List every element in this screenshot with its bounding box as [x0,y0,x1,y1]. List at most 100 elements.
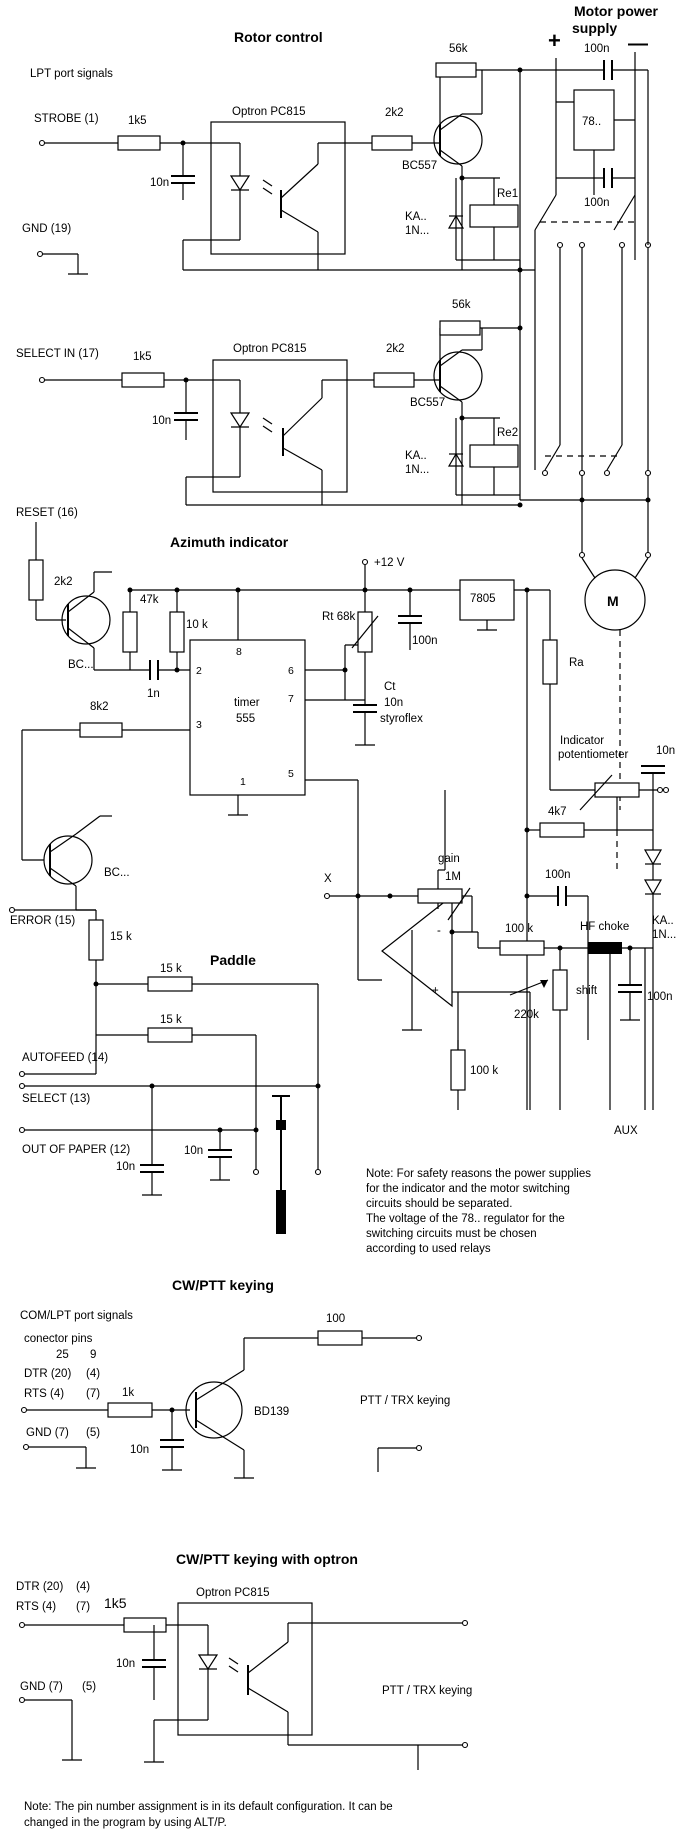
555-label: 555 [236,713,255,725]
c-100n-az-label: 100n [412,635,438,647]
r-4k7-label: 4k7 [548,806,567,818]
r-1k5-2-label: 1k5 [133,351,152,363]
select-label: SELECT (13) [22,1093,90,1105]
rotor-channel-2: SELECT IN (17) 1k5 10n Optron PC815 2k2 [16,299,523,508]
1n-az-label: 1N... [652,929,676,941]
cw-title: CW/PTT keying [172,1277,274,1293]
note-line-5: switching circuits must be chosen [366,1228,537,1240]
bc-1-label: BC... [68,659,94,671]
ka-az-label: KA.. [652,915,674,927]
gnd7-opt-pin-label: (5) [82,1681,96,1693]
r-100-label: 100 [326,1313,345,1325]
plus12-label: +12 V [374,557,405,569]
cw-ptt-optron: CW/PTT keying with optron DTR (20) (4) R… [16,1551,472,1770]
cw-opt-title: CW/PTT keying with optron [176,1551,358,1567]
r-100k-gnd-label: 100 k [470,1065,498,1077]
r-15k-err-label: 15 k [110,931,132,943]
r-1k-label: 1k [122,1387,134,1399]
pin-note-line-1: Note: The pin number assignment is in it… [24,1801,393,1813]
bc557-2-label: BC557 [410,397,445,409]
ind-pot-label-1: Indicator [560,735,604,747]
pin2-label: 2 [196,665,202,677]
gnd7-label: GND (7) [26,1427,69,1439]
rotor-channel-1: STROBE (1) 1k5 10n GND (19) Optron PC815 [22,43,535,275]
ka-2-label: KA.. [405,450,427,462]
r-1k5-label: 1k5 [128,115,147,127]
bd139-label: BD139 [254,1406,289,1418]
bc557-1-label: BC557 [402,160,437,172]
r-47k-label: 47k [140,594,159,606]
pin5-label: 5 [288,768,294,780]
c-10n-pot-label: 10n [656,745,675,757]
c-10n-ct-label: 10n [384,697,403,709]
r-56k-1-label: 56k [449,43,468,55]
ra-label: Ra [569,657,584,669]
r-56k-2-label: 56k [452,299,471,311]
com-lpt-label: COM/LPT port signals [20,1310,133,1322]
c-100n-choke-label: 100n [647,991,673,1003]
pin8-label: 8 [236,646,242,658]
gnd7-opt-label: GND (7) [20,1681,63,1693]
pin7-label: 7 [288,693,294,705]
r-1k5-opt-label: 1k5 [104,1595,127,1611]
1n-1-label: 1N... [405,225,429,237]
autofeed-label: AUTOFEED (14) [22,1052,108,1064]
r-100k-label: 100 k [505,923,533,935]
ind-pot-label-2: potentiometer [558,749,628,761]
lpt-signals-label: LPT port signals [30,68,113,80]
c-10n-cw-label: 10n [130,1444,149,1456]
select-in-label: SELECT IN (17) [16,348,99,360]
hf-choke-label: HF choke [580,921,629,933]
r-15k-2-label: 15 k [160,1014,182,1026]
gain-label: gain [438,853,460,865]
rts-label: RTS (4) [24,1388,64,1400]
plus-symbol: + [548,28,561,53]
shift-label: shift [576,985,598,997]
dtr-pin-label: (4) [86,1368,100,1380]
note-line-1: Note: For safety reasons the power suppl… [366,1168,591,1180]
7805-label: 7805 [470,593,496,605]
error-label: ERROR (15) [10,915,75,927]
ct-label: Ct [384,681,396,693]
note-line-3: circuits should be separated. [366,1198,512,1210]
ka-1-label: KA.. [405,211,427,223]
c-100n-psu-2-label: 100n [584,197,610,209]
bc-2-label: BC... [104,867,130,879]
out-of-paper-label: OUT OF PAPER (12) [22,1144,130,1156]
r-2k2-az-label: 2k2 [54,576,73,588]
rt-label: Rt 68k [322,611,355,623]
pin3-label: 3 [196,719,202,731]
x-label: X [324,873,332,885]
c-10n-p2-label: 10n [184,1145,203,1157]
note-line-2: for the indicator and the motor switchin… [366,1183,570,1195]
r-15k-1-label: 15 k [160,963,182,975]
motor-m-label: M [607,593,619,609]
ptt-1-label: PTT / TRX keying [360,1395,450,1407]
r-2k2-2-label: 2k2 [386,343,405,355]
minus-symbol: — [628,33,648,55]
ptt-2-label: PTT / TRX keying [382,1685,472,1697]
timer-label: timer [234,697,260,709]
gnd7-pin-label: (5) [86,1427,100,1439]
pin-note-line-2: changed in the program by using ALT/P. [24,1817,227,1829]
optron-3-label: Optron PC815 [196,1587,270,1599]
c-100n-op-label: 100n [545,869,571,881]
op-minus-label: - [437,925,441,937]
reset-label: RESET (16) [16,507,78,519]
c-100n-psu-1-label: 100n [584,43,610,55]
optron-2-label: Optron PC815 [233,343,307,355]
cw-ptt-keying: CW/PTT keying COM/LPT port signals conec… [20,1277,450,1479]
dtr-label: DTR (20) [24,1368,71,1380]
c-10n-label: 10n [150,177,169,189]
pins-25-label: 25 [56,1349,69,1361]
motor-psu: + — 100n 78.. 100n [519,28,652,810]
aux-label: AUX [614,1125,638,1137]
motor-psu-title-2: supply [572,20,617,36]
c-10n-2-label: 10n [152,415,171,427]
paddle-title: Paddle [210,952,256,968]
dtr-opt-pin-label: (4) [76,1581,90,1593]
pins-9-label: 9 [90,1349,96,1361]
azimuth-indicator: Azimuth indicator RESET (16) 2k2 BC... +… [8,507,676,1137]
gnd19-label: GND (19) [22,223,71,235]
